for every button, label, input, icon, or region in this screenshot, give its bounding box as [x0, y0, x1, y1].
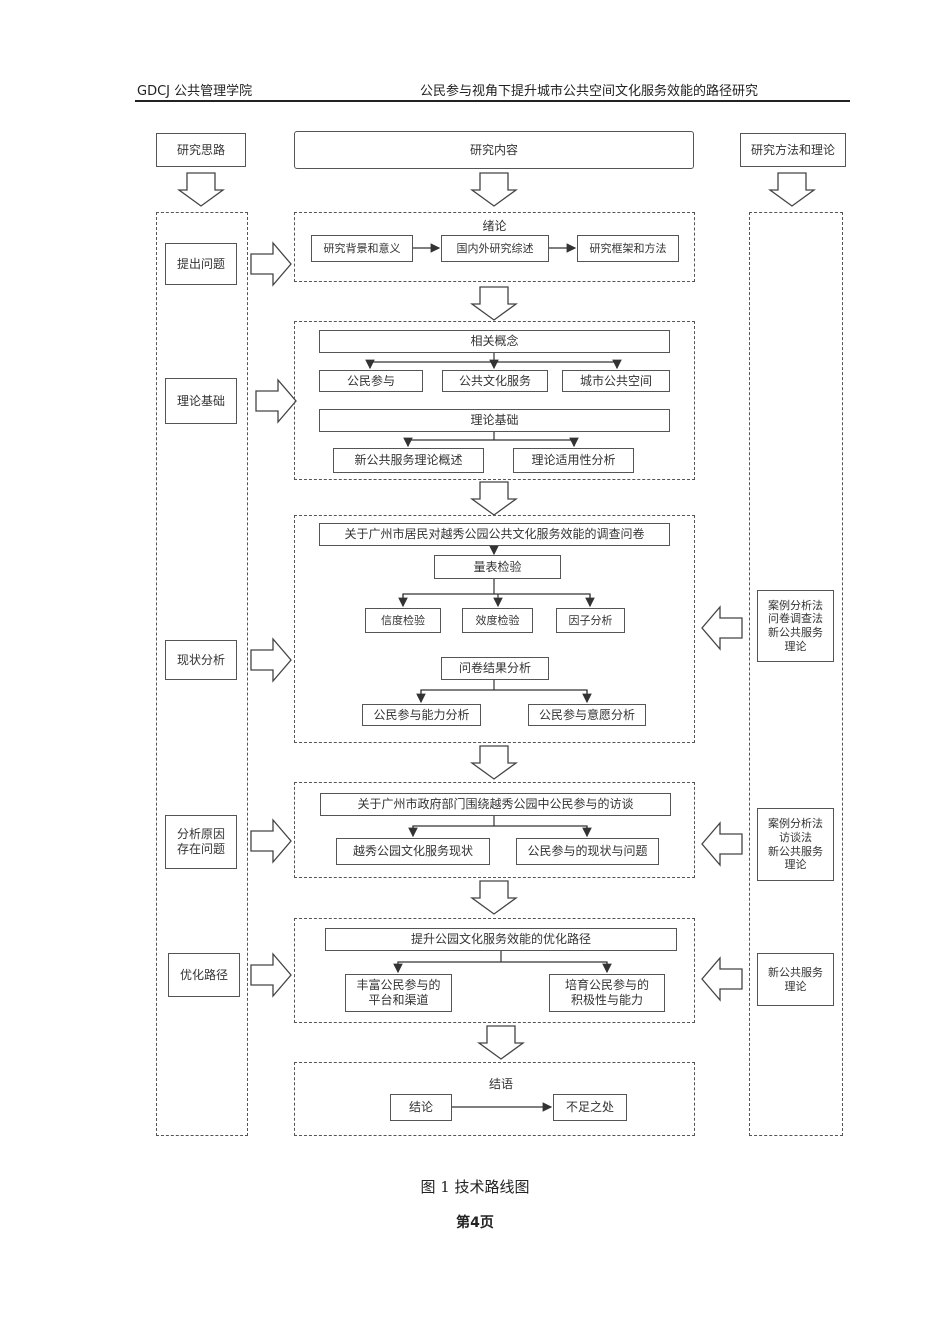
right-title-down-arrow	[768, 172, 816, 207]
concept-urban-public-space: 城市公共空间	[562, 370, 670, 392]
section-intro	[294, 212, 695, 282]
cause-problems: 公民参与的现状与问题	[516, 838, 659, 865]
section-status	[294, 515, 695, 743]
status-result-title: 问卷结果分析	[441, 657, 549, 680]
header-rule	[135, 100, 850, 102]
intro-item-framework: 研究框架和方法	[577, 235, 679, 262]
center-column-title: 研究内容	[294, 131, 694, 169]
left-title-down-arrow	[177, 172, 225, 207]
header-left: GDCJ 公共管理学院	[137, 84, 253, 99]
theory-new-public-service: 新公共服务理论概述	[333, 448, 484, 473]
method-cause: 案例分析法 访谈法 新公共服务 理论	[757, 808, 834, 881]
left-column-title: 研究思路	[156, 133, 246, 167]
path-step-arrow	[250, 952, 292, 998]
theory-applicability: 理论适用性分析	[513, 448, 634, 473]
left-dashed-column	[156, 212, 248, 1136]
method-path: 新公共服务 理论	[757, 953, 834, 1006]
status-scale-title: 量表检验	[434, 555, 561, 579]
cause-to-path-arrow	[470, 880, 518, 915]
right-column-title: 研究方法和理论	[740, 133, 846, 167]
intro-to-theory-arrow	[470, 286, 518, 321]
cause-current-status: 越秀公园文化服务现状	[336, 838, 490, 865]
problem-to-intro-arrow	[250, 241, 292, 287]
result-willingness: 公民参与意愿分析	[528, 704, 646, 726]
section-cause	[294, 782, 695, 878]
path-enrich-platform: 丰富公民参与的 平台和渠道	[345, 974, 452, 1012]
step-raise-problem: 提出问题	[165, 243, 237, 285]
right-dashed-column	[749, 212, 843, 1136]
theory-basis-title: 理论基础	[319, 409, 670, 432]
status-survey-title: 关于广州市居民对越秀公园公共文化服务效能的调查问卷	[319, 523, 670, 546]
page-number: 第4页	[456, 1215, 494, 1231]
figure-caption: 图 1 技术路线图	[420, 1178, 530, 1196]
path-cultivate-ability: 培育公民参与的 积极性与能力	[549, 974, 665, 1012]
method-status: 案例分析法 问卷调查法 新公共服务 理论	[757, 590, 834, 662]
scale-reliability: 信度检验	[365, 608, 441, 633]
section-conclusion	[294, 1062, 695, 1136]
path-to-conclusion-arrow	[477, 1025, 525, 1060]
cause-interview-title: 关于广州市政府部门围绕越秀公园中公民参与的访谈	[320, 793, 671, 816]
step-status-analysis: 现状分析	[165, 640, 237, 680]
method-cause-arrow	[701, 821, 743, 867]
section-theory	[294, 321, 695, 480]
concept-public-culture-service: 公共文化服务	[442, 370, 548, 392]
intro-item-review: 国内外研究综述	[441, 235, 549, 262]
result-ability: 公民参与能力分析	[362, 704, 481, 726]
section-path	[294, 918, 695, 1023]
center-title-down-arrow	[470, 172, 518, 207]
intro-item-background: 研究背景和意义	[311, 235, 413, 262]
status-to-cause-arrow	[470, 745, 518, 780]
conclusion-title: 结语	[488, 1077, 513, 1091]
step-optimization-path: 优化路径	[168, 953, 240, 997]
concept-citizen-participation: 公民参与	[319, 370, 423, 392]
conclusion-result: 结论	[390, 1094, 452, 1121]
step-cause-analysis: 分析原因 存在问题	[165, 815, 237, 869]
conclusion-shortcomings: 不足之处	[553, 1094, 627, 1121]
theory-to-status-arrow	[470, 481, 518, 516]
intro-title: 绪论	[482, 219, 507, 233]
cause-step-arrow	[250, 818, 292, 864]
method-status-arrow	[701, 605, 743, 651]
header-right: 公民参与视角下提升城市公共空间文化服务效能的路径研究	[420, 84, 759, 99]
status-step-arrow	[250, 637, 292, 683]
step-theory-basis: 理论基础	[165, 378, 237, 424]
scale-factor: 因子分析	[556, 608, 625, 633]
theory-concepts-title: 相关概念	[319, 330, 670, 353]
theory-step-arrow	[255, 378, 297, 424]
path-title: 提升公园文化服务效能的优化路径	[325, 928, 677, 951]
scale-validity: 效度检验	[462, 608, 533, 633]
method-path-arrow	[701, 956, 743, 1002]
